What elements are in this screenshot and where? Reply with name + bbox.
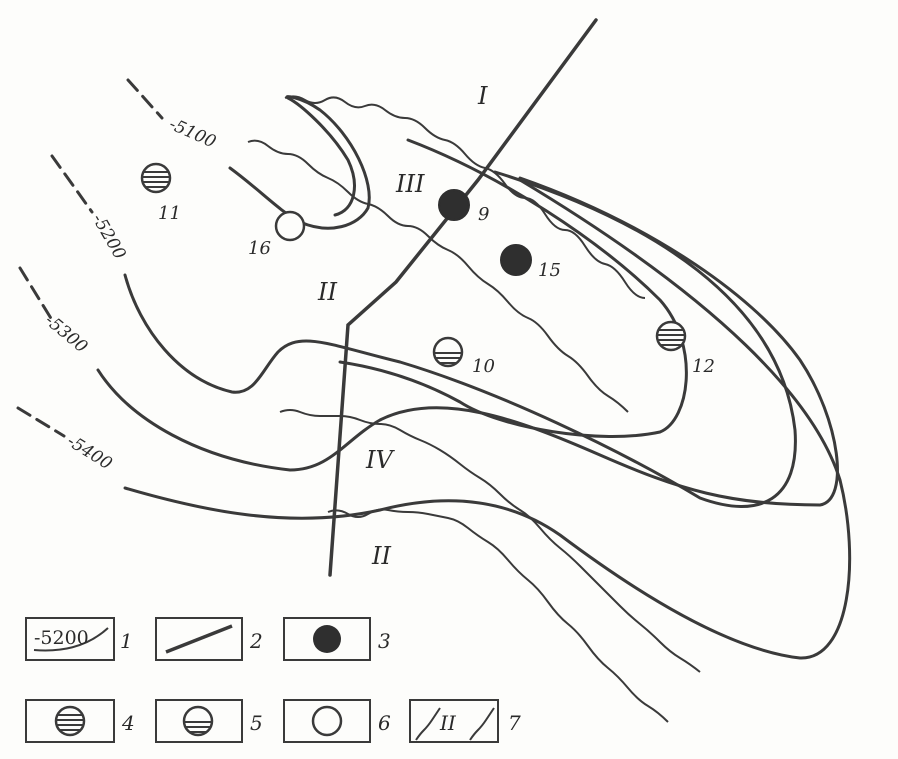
legend-item-4: 4 — [25, 699, 135, 743]
zone-label: II — [371, 542, 391, 570]
well-label: 11 — [158, 203, 181, 224]
well-solid — [500, 244, 532, 276]
legend-item-2: 2 — [155, 617, 263, 661]
legend-sample: -5200 — [34, 627, 89, 649]
contour-5300 — [96, 176, 839, 507]
well-solid — [438, 189, 470, 221]
legend-sample: II — [439, 711, 457, 735]
zone-label: II — [317, 278, 337, 306]
contour-5200 — [123, 170, 797, 508]
inner-contour — [338, 138, 688, 438]
contour-5100 — [228, 95, 371, 230]
legend-number: 3 — [378, 629, 391, 653]
legend-number: 4 — [121, 711, 135, 735]
legend-item-5: 5 — [155, 699, 263, 743]
legend-number: 7 — [508, 711, 521, 735]
zone-label: IV — [365, 446, 395, 474]
contour-5100-dashed — [126, 78, 164, 120]
contour-5200-dashed — [50, 154, 94, 214]
well-label: 15 — [538, 260, 561, 281]
contour-label: -5100 — [166, 114, 219, 152]
contour-5400 — [123, 178, 852, 660]
contour-label: -5300 — [41, 311, 92, 358]
contour-label: -5200 — [88, 211, 130, 264]
legend-number: 1 — [120, 629, 133, 653]
contour-5300-dashed — [18, 266, 54, 322]
legend-item-3: 3 — [283, 617, 391, 661]
zone-boundary — [327, 508, 669, 723]
contour-label: -5400 — [63, 431, 115, 474]
legend-item-1: -5200 1 — [25, 617, 133, 661]
zone-boundary — [279, 409, 701, 673]
well-label: 10 — [472, 356, 495, 377]
fault-line — [328, 18, 598, 577]
well-label: 16 — [248, 238, 271, 259]
zone-label: III — [395, 170, 425, 198]
well-label: 12 — [692, 356, 715, 377]
well-striped — [140, 162, 172, 194]
well-striped — [655, 320, 687, 352]
legend-item-7: II 7 — [409, 699, 521, 743]
zone-boundary — [284, 95, 646, 299]
legend-number: 5 — [250, 711, 263, 735]
well-half-striped — [432, 336, 464, 368]
legend-number: 2 — [249, 629, 263, 653]
zone-boundary — [247, 139, 629, 413]
legend-number: 6 — [378, 711, 391, 735]
contour-5400-dashed — [16, 406, 66, 438]
legend-item-6: 6 — [283, 699, 391, 743]
well-open — [274, 210, 306, 242]
well-label: 9 — [478, 204, 489, 225]
zone-label: I — [477, 82, 488, 110]
